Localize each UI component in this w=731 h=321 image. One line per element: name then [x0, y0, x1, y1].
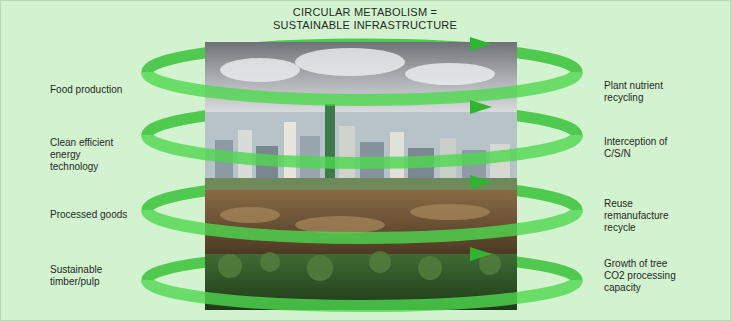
tree [218, 254, 242, 278]
band-front [147, 72, 577, 100]
band-front [147, 135, 577, 163]
band-front [147, 280, 577, 306]
tree [369, 251, 391, 273]
cloud [405, 63, 495, 85]
cloud [220, 58, 300, 82]
side-label: Food production [50, 84, 128, 96]
band-fronts [147, 72, 577, 306]
cloud [295, 48, 405, 76]
heap [220, 207, 280, 223]
arrowhead [470, 100, 492, 114]
side-label: Reuse remanufacture recycle [604, 198, 680, 234]
clouds [220, 48, 495, 85]
city-buildings [205, 104, 517, 190]
arrowhead [470, 175, 492, 189]
tree [307, 255, 333, 281]
side-label: Processed goods [50, 209, 128, 221]
side-label: Growth of tree CO2 processing capacity [604, 258, 680, 294]
arrowhead [470, 37, 492, 51]
band-arrows [470, 37, 492, 261]
tree [418, 256, 442, 280]
landfill-photo [205, 190, 517, 254]
city-photo [205, 112, 517, 190]
tree-crowns [218, 251, 501, 281]
band-front [147, 210, 577, 238]
tower [325, 104, 335, 190]
tree [260, 252, 280, 272]
diagram-title: CIRCULAR METABOLISM = SUSTAINABLE INFRAS… [265, 6, 465, 32]
side-label: Clean efficient energy technology [50, 137, 128, 173]
heap [410, 204, 490, 220]
side-label: Interception of C/S/N [604, 136, 680, 160]
side-label: Sustainable timber/pulp [50, 264, 128, 288]
side-label: Plant nutrient recycling [604, 80, 680, 104]
arrowhead [470, 247, 492, 261]
